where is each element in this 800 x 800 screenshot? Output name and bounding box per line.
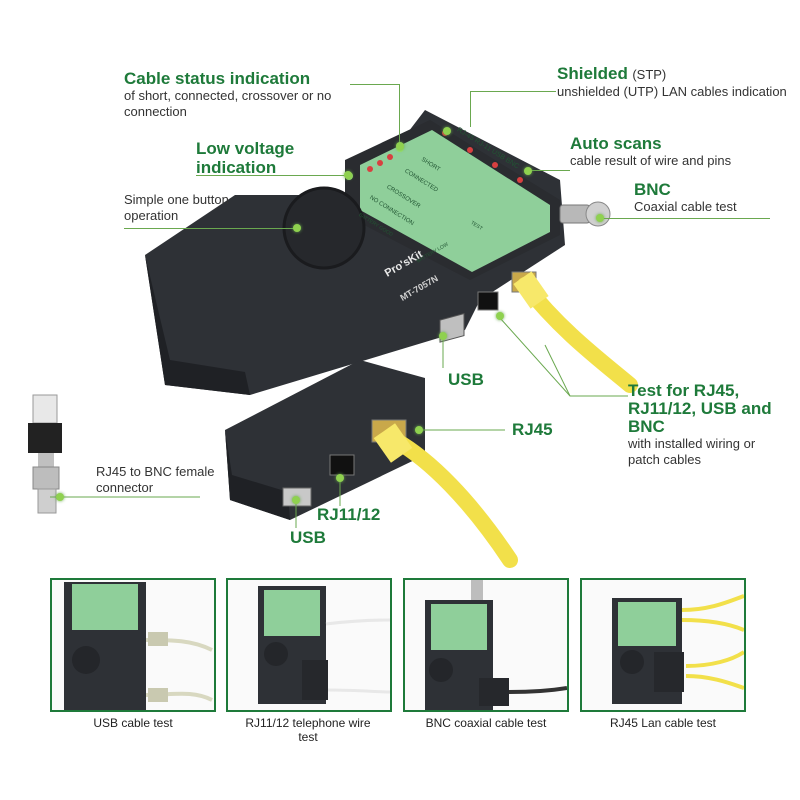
main-tester-body (145, 110, 611, 395)
auto-scans-desc: cable result of wire and pins (570, 153, 732, 168)
callout-one-button: Simple one button operation (124, 192, 229, 223)
callout-auto-scans: Auto scans cable result of wire and pins (570, 134, 780, 169)
rj45-bnc-adapter (28, 394, 62, 514)
thumb-rj11-test (226, 578, 392, 712)
low-voltage-title: Low voltage indication (196, 139, 295, 177)
bnc-desc: Coaxial cable test (634, 199, 737, 214)
label-rj11-remote: RJ11/12 (317, 505, 381, 524)
auto-scans-title: Auto scans (570, 134, 662, 153)
shielded-title: Shielded (557, 64, 628, 83)
caption-rj45-test: RJ45 Lan cable test (609, 716, 717, 730)
device-illustration (28, 110, 638, 568)
test-for-title: Test for RJ45, RJ11/12, USB and BNC (628, 381, 772, 436)
test-for-desc: with installed wiring or patch cables (628, 436, 756, 467)
callout-cable-status: Cable status indication of short, connec… (124, 69, 364, 120)
caption-rj11-test: RJ11/12 telephone wire test (245, 716, 371, 744)
rj11-port-main (477, 291, 499, 311)
thumb-usb-test (50, 578, 216, 712)
test-for-lines (50, 317, 628, 528)
callout-low-voltage: Low voltage indication (196, 139, 356, 177)
cable-status-desc: of short, connected, crossover or no con… (124, 88, 332, 119)
callout-test-for: Test for RJ45, RJ11/12, USB and BNC with… (628, 382, 788, 468)
thumb-rj45-test (580, 578, 746, 712)
shielded-title-suffix: (STP) (632, 67, 667, 82)
callout-shielded: Shielded (STP) unshielded (UTP) LAN cabl… (557, 64, 787, 100)
label-usb-remote: USB (290, 528, 326, 547)
shielded-desc: unshielded (UTP) LAN cables indication (557, 84, 787, 99)
caption-bnc-test: BNC coaxial cable test (425, 716, 547, 730)
callout-rj45-bnc: RJ45 to BNC female connector (96, 464, 215, 495)
caption-usb-test: USB cable test (93, 716, 173, 730)
label-rj45-remote: RJ45 (512, 420, 553, 439)
callout-bnc: BNC Coaxial cable test (634, 180, 784, 215)
display-panel (360, 130, 550, 272)
thumb-bnc-test (403, 578, 569, 712)
bnc-title: BNC (634, 180, 671, 199)
label-usb-main: USB (448, 370, 484, 389)
cable-status-title: Cable status indication (124, 69, 311, 88)
